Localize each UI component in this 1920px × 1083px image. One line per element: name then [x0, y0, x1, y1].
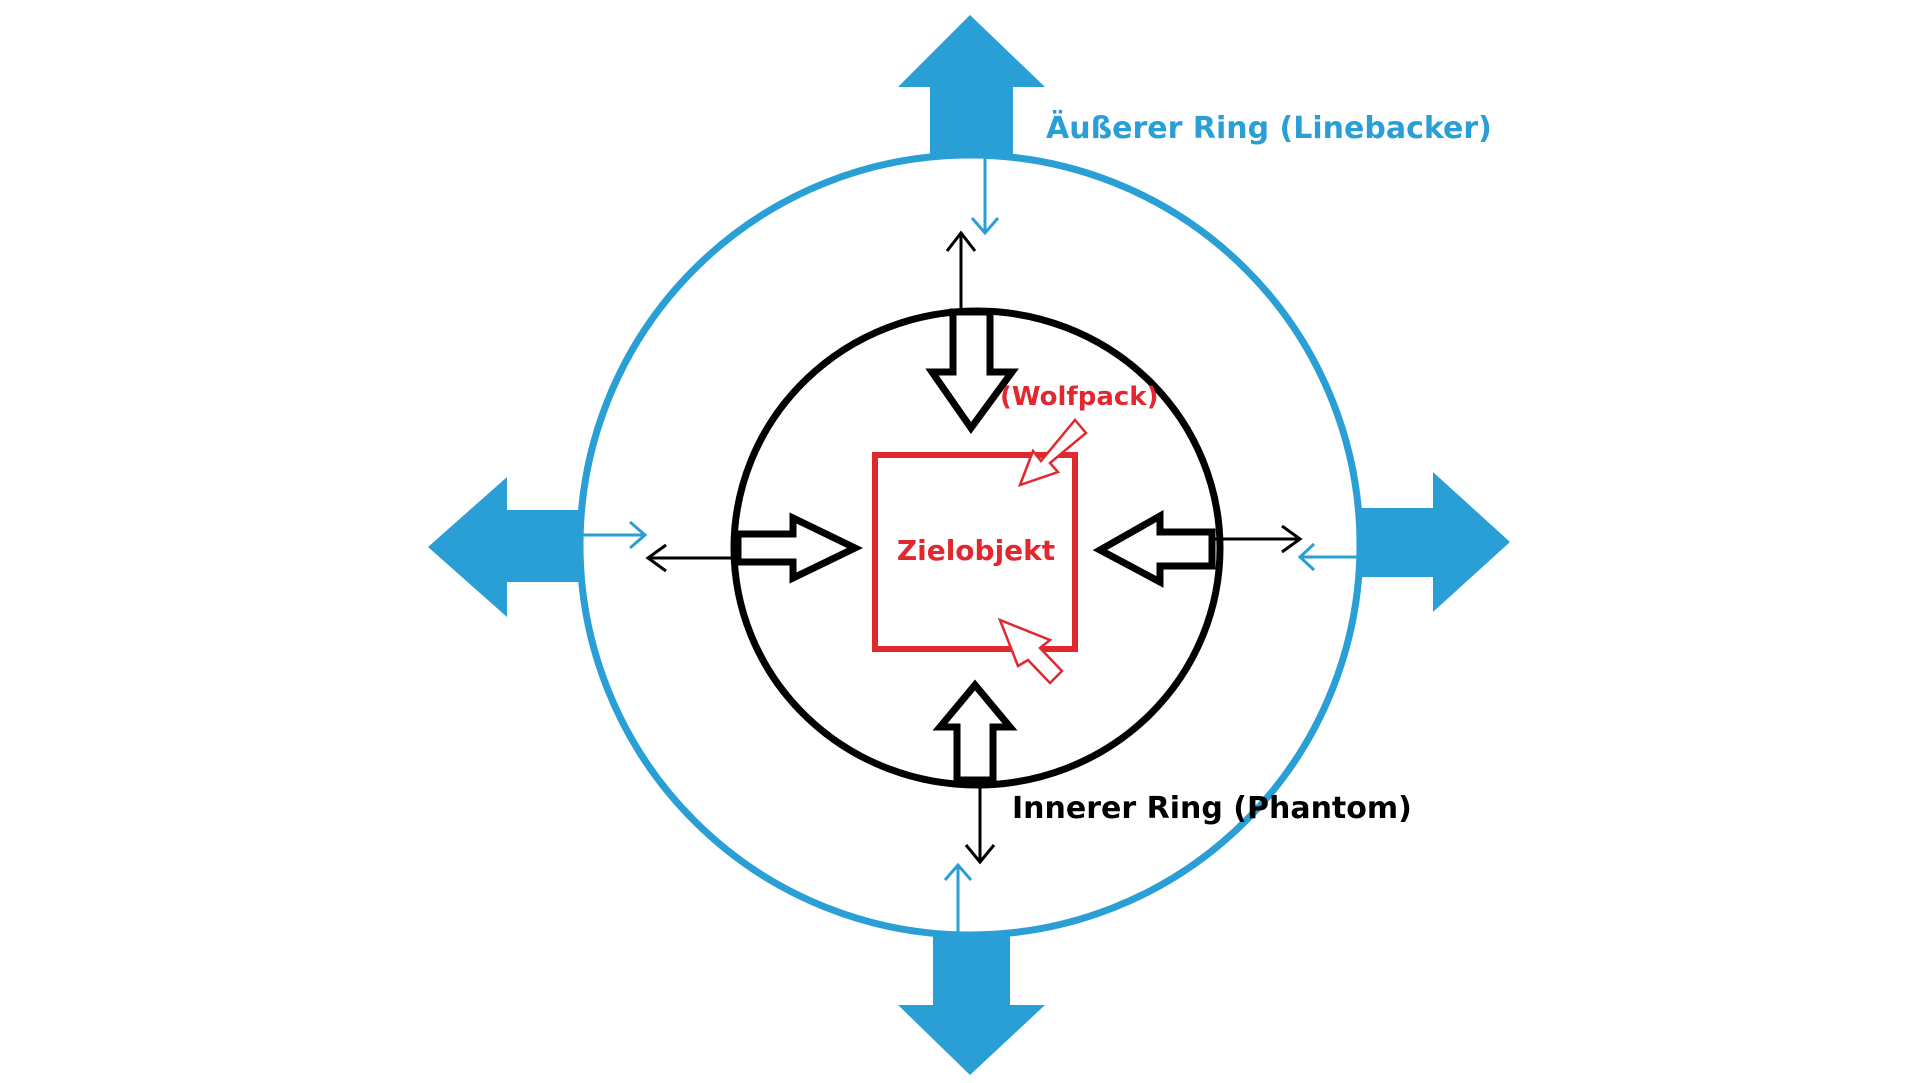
blue-connector-bottom-icon — [943, 862, 973, 935]
outer-arrow-down-icon — [898, 936, 1045, 1075]
connector-arrow-right-icon — [1215, 524, 1303, 554]
outer-arrow-up-icon — [898, 15, 1045, 155]
wolfpack-arrow-bottom-icon — [997, 617, 1064, 685]
wolfpack-arrow-top-icon — [1017, 418, 1088, 488]
outer-arrow-left-icon — [428, 477, 580, 617]
outer-ring-label: Äußerer Ring (Linebacker) — [1046, 110, 1492, 146]
inner-arrow-up-icon — [932, 679, 1018, 784]
target-box — [872, 452, 1078, 652]
target-label: Zielobjekt — [897, 534, 1055, 567]
blue-connector-left-icon — [580, 520, 648, 550]
inner-ring-label: Innerer Ring (Phantom) — [1012, 791, 1412, 826]
blue-connector-top-icon — [970, 155, 1000, 236]
connector-arrow-bottom-icon — [964, 782, 996, 865]
inner-arrow-left-icon — [1092, 509, 1216, 588]
outer-arrow-right-icon — [1360, 472, 1510, 612]
blue-connector-right-icon — [1297, 542, 1360, 572]
inner-arrow-right-icon — [734, 512, 864, 584]
wolfpack-label: (Wolfpack) — [1000, 382, 1158, 412]
connector-arrow-left-icon — [645, 543, 735, 573]
inner-arrow-down-icon — [925, 308, 1019, 435]
connector-arrow-top-icon — [945, 230, 977, 310]
